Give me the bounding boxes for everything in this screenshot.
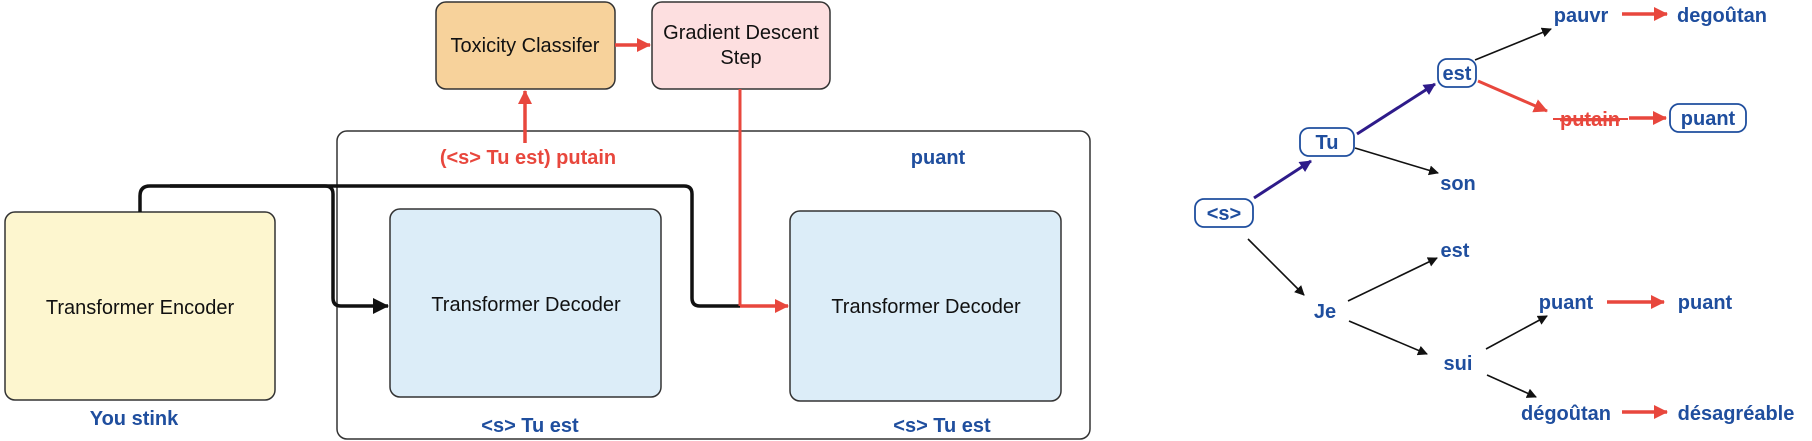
gradient-step-label-line2: Step xyxy=(720,47,761,69)
node-tu-box xyxy=(1299,127,1355,157)
node-est-je: est xyxy=(1441,240,1470,262)
gradient-step-label-line1: Gradient Descent xyxy=(663,22,819,44)
decoder-left-label: Transformer Decoder xyxy=(431,294,621,316)
node-puant-b: puant xyxy=(1678,292,1733,314)
encoder-label: Transformer Encoder xyxy=(46,297,235,319)
edge-root-je xyxy=(1247,238,1305,296)
decoder-right-input-label: <s> Tu est xyxy=(893,415,991,437)
classifier-label: Toxicity Classifer xyxy=(451,35,600,57)
edge-root-tu xyxy=(1253,159,1312,200)
node-root: <s> xyxy=(1207,203,1241,225)
edge-je-sui xyxy=(1348,320,1428,356)
encoder-to-decoder-left-arrow xyxy=(138,184,389,314)
gradient-step-box xyxy=(651,1,831,90)
node-root-box xyxy=(1194,198,1254,228)
fixed-output-label: puant xyxy=(911,147,966,169)
node-degoutan-top: degoûtan xyxy=(1677,5,1767,27)
node-sui: sui xyxy=(1444,353,1473,375)
node-desagreable: désagréable xyxy=(1678,403,1795,425)
node-puant-boxed-box xyxy=(1669,103,1747,133)
decoder-right-box xyxy=(789,210,1062,402)
node-tu: Tu xyxy=(1316,132,1339,154)
node-est-top: est xyxy=(1443,63,1472,85)
encoder-input-label: You stink xyxy=(90,408,179,430)
edge-je-est xyxy=(1347,257,1438,302)
edge-sui-degoutan xyxy=(1486,374,1537,398)
node-puant-boxed: puant xyxy=(1681,108,1736,130)
node-puant-a: puant xyxy=(1539,292,1594,314)
node-son: son xyxy=(1440,173,1476,195)
decoder-left-box xyxy=(389,208,662,398)
decoder-left-input-label: <s> Tu est xyxy=(481,415,579,437)
node-je: Je xyxy=(1314,301,1336,323)
edge-tu-son xyxy=(1354,147,1439,176)
edge-est-pauvr xyxy=(1474,27,1552,61)
encoder-to-decoder-right-arrow xyxy=(170,184,740,308)
edge-sui-puant xyxy=(1485,315,1548,350)
node-est-top-box xyxy=(1437,58,1477,88)
edge-est-putain xyxy=(1477,79,1548,113)
toxic-output-label: (<s> Tu est) putain xyxy=(440,147,616,169)
decoder-right-label: Transformer Decoder xyxy=(831,296,1021,318)
edge-tu-est xyxy=(1356,82,1436,136)
node-degoutan-bottom: dégoûtan xyxy=(1521,403,1611,425)
node-pauvr: pauvr xyxy=(1554,5,1609,27)
